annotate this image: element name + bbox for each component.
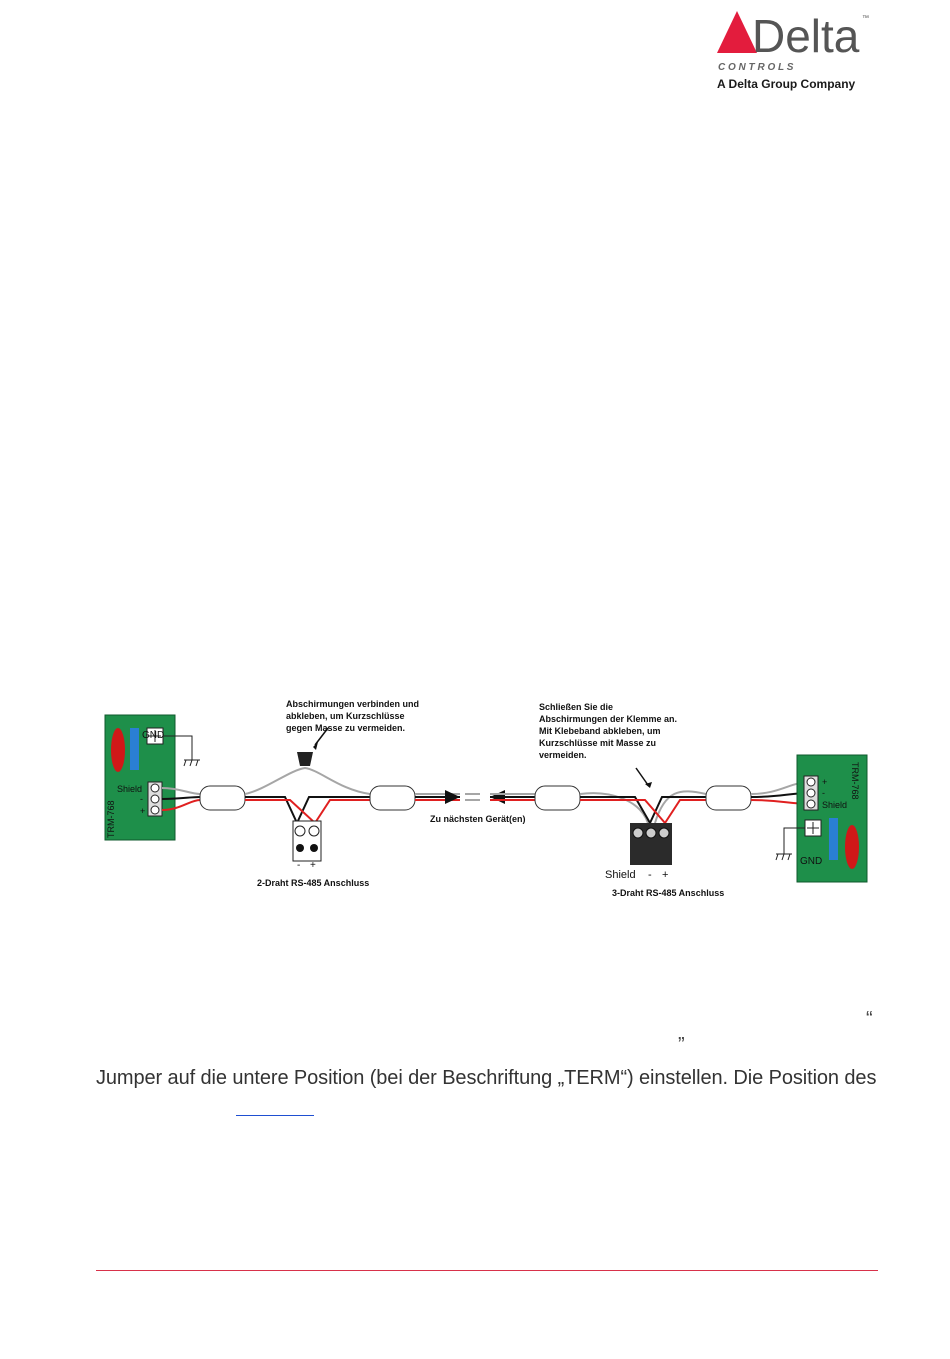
left-red-led [111,728,125,772]
cable-segment-3 [534,785,581,811]
note-left-line-1: Abschirmungen verbinden und [286,699,419,709]
delta-controls-logo: Delta ™ C O N T R O L S [712,8,872,94]
note-right-line-4: Kurzschlüsse mit Masse zu [539,738,656,748]
conn2-minus: - [297,860,300,871]
hyperlink-underline[interactable] [236,1103,314,1116]
rs485-wiring-diagram: GND Shield - + TRM-768 - [100,690,900,905]
note-right-line-5: vermeiden. [539,750,587,760]
conn3-plus: + [662,869,668,881]
note-left: Abschirmungen verbinden und abkleben, um… [286,699,422,733]
logo-tm: ™ [862,15,869,22]
right-model-label: TRM-768 [850,762,860,800]
quote-mark-right: “ [866,1008,873,1030]
body-text-line: Jumper auf die untere Position (bei der … [96,1067,877,1089]
conn2-label: 2-Draht RS-485 Anschluss [257,878,369,888]
right-minus-label: - [822,788,825,798]
right-shield-label: Shield [822,800,847,810]
note-right: Schließen Sie die Abschirmungen der Klem… [539,702,680,760]
left-minus-label: - [140,794,143,804]
note-left-line-2: abkleben, um Kurzschlüsse [286,711,405,721]
right-red-led [845,825,859,869]
left-plus-label: + [140,806,145,816]
note-left-line-3: gegen Masse zu vermeiden. [286,723,405,733]
left-gnd-label: GND [142,730,164,741]
right-gnd-label: GND [800,856,822,867]
cable-segment-1 [199,785,246,811]
arrow-right-icon [445,790,460,804]
to-next-label: Zu nächsten Gerät(en) [430,814,526,824]
conn2-plus: + [310,860,316,871]
conn3-shield: Shield [605,869,636,881]
cable-segment-2 [369,785,416,811]
right-jumper [829,818,838,860]
right-plus-label: + [822,777,827,787]
delta-logo-graphic: Delta ™ C O N T R O L S [717,10,869,73]
cable-segment-4 [705,785,752,811]
conn3-minus: - [648,869,652,881]
note-right-line-3: Mit Klebeband abkleben, um [539,726,661,736]
logo-wordmark: Delta [752,10,860,62]
delta-triangle-icon [717,11,757,53]
conn3-label: 3-Draht RS-485 Anschluss [612,888,724,898]
left-shield-label: Shield [117,784,142,794]
quote-mark-mid: „ [678,1022,685,1044]
wiring-diagram-svg: GND Shield - + TRM-768 - [104,699,868,898]
logo-tagline: A Delta Group Company [717,77,856,91]
logo-subtext: C O N T R O L S [718,62,794,73]
footer-rule [96,1270,878,1271]
wire-nut-icon [297,752,313,766]
note-right-line-2: Abschirmungen der Klemme an. [539,714,677,724]
left-model-label: TRM-768 [106,800,116,838]
note-right-line-1: Schließen Sie die [539,702,613,712]
left-jumper [130,728,139,770]
